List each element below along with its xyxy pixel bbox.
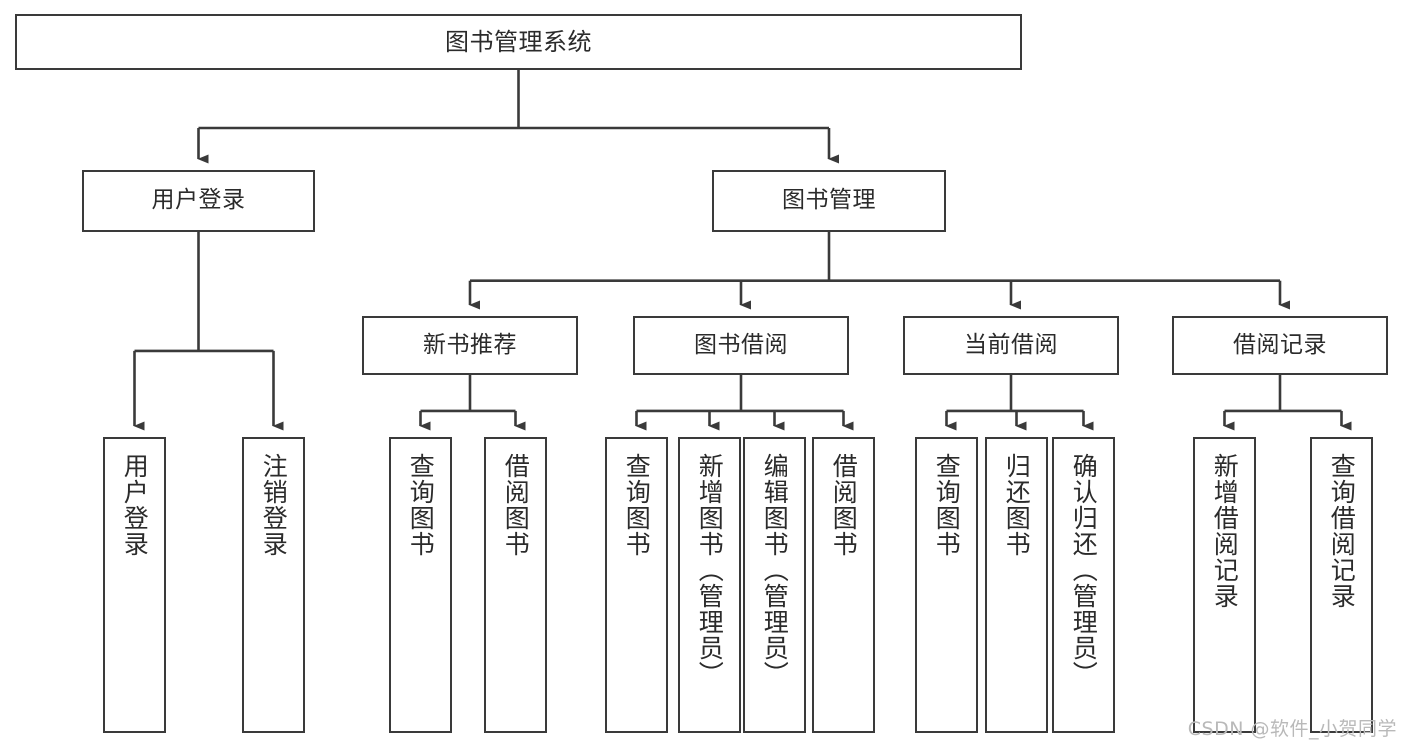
node-leaf-borrow-book-2[interactable]: 借阅图书 <box>812 437 875 733</box>
node-leaf-add-book[interactable]: 新增图书（管理员） <box>678 437 741 733</box>
watermark-text: CSDN @软件_小贺同学 <box>1187 718 1397 740</box>
node-label-current-borrow: 当前借阅 <box>964 331 1058 358</box>
node-label-user-login: 用户登录 <box>151 187 246 214</box>
node-label-leaf-return-book: 归还图书 <box>1002 453 1032 557</box>
node-label-borrow-record: 借阅记录 <box>1233 331 1327 358</box>
node-book-borrow[interactable]: 图书借阅 <box>633 316 849 375</box>
node-label-leaf-confirm-return: 确认归还（管理员） <box>1069 453 1099 687</box>
node-book-manage[interactable]: 图书管理 <box>712 170 946 232</box>
node-new-book-rec[interactable]: 新书推荐 <box>362 316 578 375</box>
node-leaf-query-record[interactable]: 查询借阅记录 <box>1310 437 1373 733</box>
node-leaf-return-book[interactable]: 归还图书 <box>985 437 1048 733</box>
node-root[interactable]: 图书管理系统 <box>15 14 1022 70</box>
node-leaf-borrow-book-1[interactable]: 借阅图书 <box>484 437 547 733</box>
node-label-leaf-query-book-1: 查询图书 <box>406 453 436 557</box>
node-leaf-query-book-2[interactable]: 查询图书 <box>605 437 668 733</box>
node-label-leaf-add-book: 新增图书（管理员） <box>695 453 725 687</box>
node-leaf-query-book-1[interactable]: 查询图书 <box>389 437 452 733</box>
node-label-new-book-rec: 新书推荐 <box>423 331 517 358</box>
node-current-borrow[interactable]: 当前借阅 <box>903 316 1119 375</box>
node-leaf-add-record[interactable]: 新增借阅记录 <box>1193 437 1256 733</box>
node-label-leaf-edit-book: 编辑图书（管理员） <box>760 453 790 687</box>
node-label-leaf-user-logout: 注销登录 <box>259 453 289 557</box>
node-label-leaf-query-book-2: 查询图书 <box>622 453 652 557</box>
node-label-leaf-user-login: 用户登录 <box>120 453 150 557</box>
node-leaf-confirm-return[interactable]: 确认归还（管理员） <box>1052 437 1115 733</box>
node-leaf-user-login[interactable]: 用户登录 <box>103 437 166 733</box>
node-label-book-borrow: 图书借阅 <box>694 331 788 358</box>
node-user-login[interactable]: 用户登录 <box>82 170 315 232</box>
node-label-leaf-query-book-3: 查询图书 <box>932 453 962 557</box>
node-borrow-record[interactable]: 借阅记录 <box>1172 316 1388 375</box>
node-label-root: 图书管理系统 <box>445 27 592 56</box>
node-label-leaf-add-record: 新增借阅记录 <box>1210 453 1240 609</box>
node-label-book-manage: 图书管理 <box>782 187 876 214</box>
node-leaf-user-logout[interactable]: 注销登录 <box>242 437 305 733</box>
node-label-leaf-borrow-book-1: 借阅图书 <box>501 453 531 557</box>
node-label-leaf-query-record: 查询借阅记录 <box>1327 453 1357 609</box>
node-leaf-query-book-3[interactable]: 查询图书 <box>915 437 978 733</box>
node-label-leaf-borrow-book-2: 借阅图书 <box>829 453 859 557</box>
node-leaf-edit-book[interactable]: 编辑图书（管理员） <box>743 437 806 733</box>
